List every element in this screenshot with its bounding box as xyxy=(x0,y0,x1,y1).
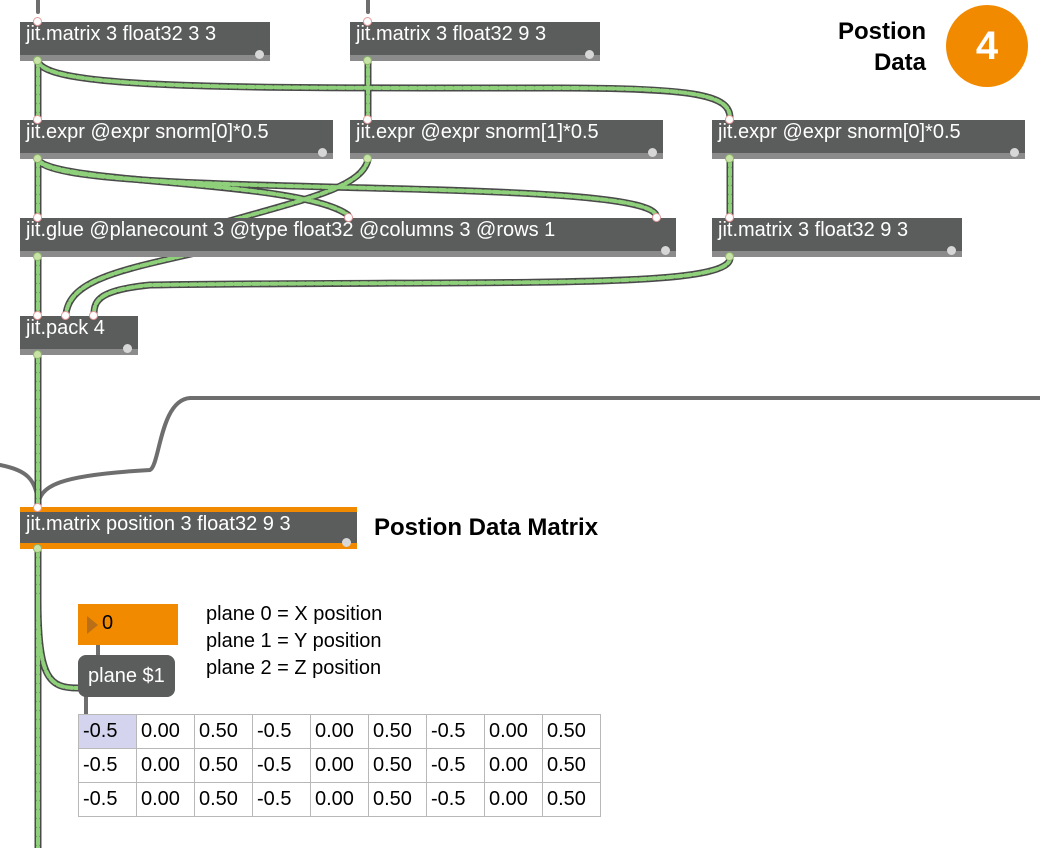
outlet-dot xyxy=(947,246,956,255)
inlet-port[interactable] xyxy=(363,115,372,124)
plane-message-box[interactable]: plane $1 xyxy=(78,655,175,697)
inlet-port[interactable] xyxy=(652,213,661,222)
object-label: jit.matrix 3 float32 3 3 xyxy=(26,23,217,45)
cellblock-cell[interactable]: 0.00 xyxy=(310,748,369,783)
outlet-dot xyxy=(123,344,132,353)
outlet-port[interactable] xyxy=(725,154,734,163)
inlet-port[interactable] xyxy=(61,311,70,320)
inlet-port[interactable] xyxy=(89,311,98,320)
outlet-port[interactable] xyxy=(33,350,42,359)
number-triangle-icon xyxy=(87,616,98,634)
outlet-port[interactable] xyxy=(725,252,734,261)
object-label: jit.expr @expr snorm[0]*0.5 xyxy=(26,121,269,143)
cellblock-cell[interactable]: 0.00 xyxy=(136,782,195,817)
jit-matrix-9x3-right-object[interactable]: jit.matrix 3 float32 9 3 xyxy=(712,213,962,261)
plane-number-box[interactable]: 0 xyxy=(78,604,178,645)
comment-plane0: plane 0 = X position xyxy=(206,603,383,625)
section-title-line2: Data xyxy=(873,49,926,76)
outlet-dot xyxy=(318,148,327,157)
object-label: jit.pack 4 xyxy=(26,317,105,339)
cellblock-cell[interactable]: -0.5 xyxy=(78,782,137,817)
outlet-dot xyxy=(1010,148,1019,157)
jit-expr-plane1-object[interactable]: jit.expr @expr snorm[1]*0.5 xyxy=(350,115,663,163)
cellblock-cell[interactable]: 0.50 xyxy=(194,782,253,817)
cellblock-cell[interactable]: 0.00 xyxy=(310,782,369,817)
outlet-port[interactable] xyxy=(33,252,42,261)
cellblock-cell[interactable]: 0.00 xyxy=(136,748,195,783)
cellblock-cell[interactable]: 0.50 xyxy=(194,714,253,749)
cellblock-cell[interactable]: 0.00 xyxy=(136,714,195,749)
cellblock-cell[interactable]: -0.5 xyxy=(426,748,485,783)
cellblock-cell[interactable]: -0.5 xyxy=(78,748,137,783)
outlet-port[interactable] xyxy=(33,544,42,553)
cellblock-cell[interactable]: 0.50 xyxy=(368,748,427,783)
jit-glue-object[interactable]: jit.glue @planecount 3 @type float32 @co… xyxy=(20,213,676,261)
cellblock-cell[interactable]: 0.50 xyxy=(194,748,253,783)
outlet-dot xyxy=(255,50,264,59)
object-label: jit.matrix 3 float32 9 3 xyxy=(718,219,909,241)
inlet-port[interactable] xyxy=(344,213,353,222)
cellblock-cell[interactable]: 0.50 xyxy=(542,714,601,749)
cord-route-right xyxy=(36,396,1040,510)
cellblock-cell[interactable]: 0.50 xyxy=(542,782,601,817)
inlet-port[interactable] xyxy=(33,503,42,512)
inlet-port[interactable] xyxy=(33,115,42,124)
outlet-dot xyxy=(661,246,670,255)
section-title-line1: Postion xyxy=(838,18,926,45)
object-label: jit.expr @expr snorm[0]*0.5 xyxy=(718,121,961,143)
cellblock-cell[interactable]: -0.5 xyxy=(252,748,311,783)
comment-plane2: plane 2 = Z position xyxy=(206,657,382,679)
cord-left-edge xyxy=(0,463,40,510)
inlet-port[interactable] xyxy=(33,17,42,26)
cellblock-cell[interactable]: -0.5 xyxy=(252,714,311,749)
outlet-port[interactable] xyxy=(33,56,42,65)
object-label: jit.expr @expr snorm[1]*0.5 xyxy=(356,121,599,143)
cellblock-cell[interactable]: 0.00 xyxy=(310,714,369,749)
section-title: Postion Data xyxy=(800,16,926,78)
cellblock-cell[interactable]: 0.00 xyxy=(484,714,543,749)
jit-expr-plane0-object[interactable]: jit.expr @expr snorm[0]*0.5 xyxy=(20,115,333,163)
plane-comments: plane 0 = X position plane 1 = Y positio… xyxy=(206,601,382,682)
number-value: 0 xyxy=(102,612,114,634)
outlet-dot xyxy=(342,538,351,547)
outlet-dot xyxy=(585,50,594,59)
cellblock-cell[interactable]: -0.5 xyxy=(78,714,137,749)
jit-matrix-position-object[interactable]: jit.matrix position 3 float32 9 3 xyxy=(20,503,357,553)
outlet-port[interactable] xyxy=(33,154,42,163)
cellblock-cell[interactable]: 0.50 xyxy=(542,748,601,783)
cellblock-cell[interactable]: 0.50 xyxy=(368,782,427,817)
outlet-port[interactable] xyxy=(363,56,372,65)
inlet-port[interactable] xyxy=(363,17,372,26)
cellblock-cell[interactable]: -0.5 xyxy=(426,714,485,749)
inlet-port[interactable] xyxy=(33,311,42,320)
outlet-dot xyxy=(648,148,657,157)
outlet-port[interactable] xyxy=(363,154,372,163)
jit-pack-object[interactable]: jit.pack 4 xyxy=(20,311,138,359)
cellblock-cell[interactable]: 0.00 xyxy=(484,748,543,783)
inlet-port[interactable] xyxy=(725,115,734,124)
cellblock-cell[interactable]: -0.5 xyxy=(252,782,311,817)
object-label: jit.matrix 3 float32 9 3 xyxy=(356,23,547,45)
object-label: jit.glue @planecount 3 @type float32 @co… xyxy=(26,219,556,241)
cellblock-cell[interactable]: -0.5 xyxy=(426,782,485,817)
step-number-badge: 4 xyxy=(946,5,1028,87)
cellblock-cell[interactable]: 0.00 xyxy=(484,782,543,817)
comment-plane1: plane 1 = Y position xyxy=(206,630,382,652)
jit-expr-plane2-object[interactable]: jit.expr @expr snorm[0]*0.5 xyxy=(712,115,1025,163)
jit-matrix-3x3-object[interactable]: jit.matrix 3 float32 3 3 xyxy=(20,17,270,65)
jit-matrix-9x3-top-object[interactable]: jit.matrix 3 float32 9 3 xyxy=(350,17,600,65)
cellblock-cell[interactable]: 0.50 xyxy=(368,714,427,749)
matrix-label: Postion Data Matrix xyxy=(374,514,599,541)
inlet-port[interactable] xyxy=(725,213,734,222)
object-label: jit.matrix position 3 float32 9 3 xyxy=(26,513,291,535)
inlet-port[interactable] xyxy=(33,213,42,222)
